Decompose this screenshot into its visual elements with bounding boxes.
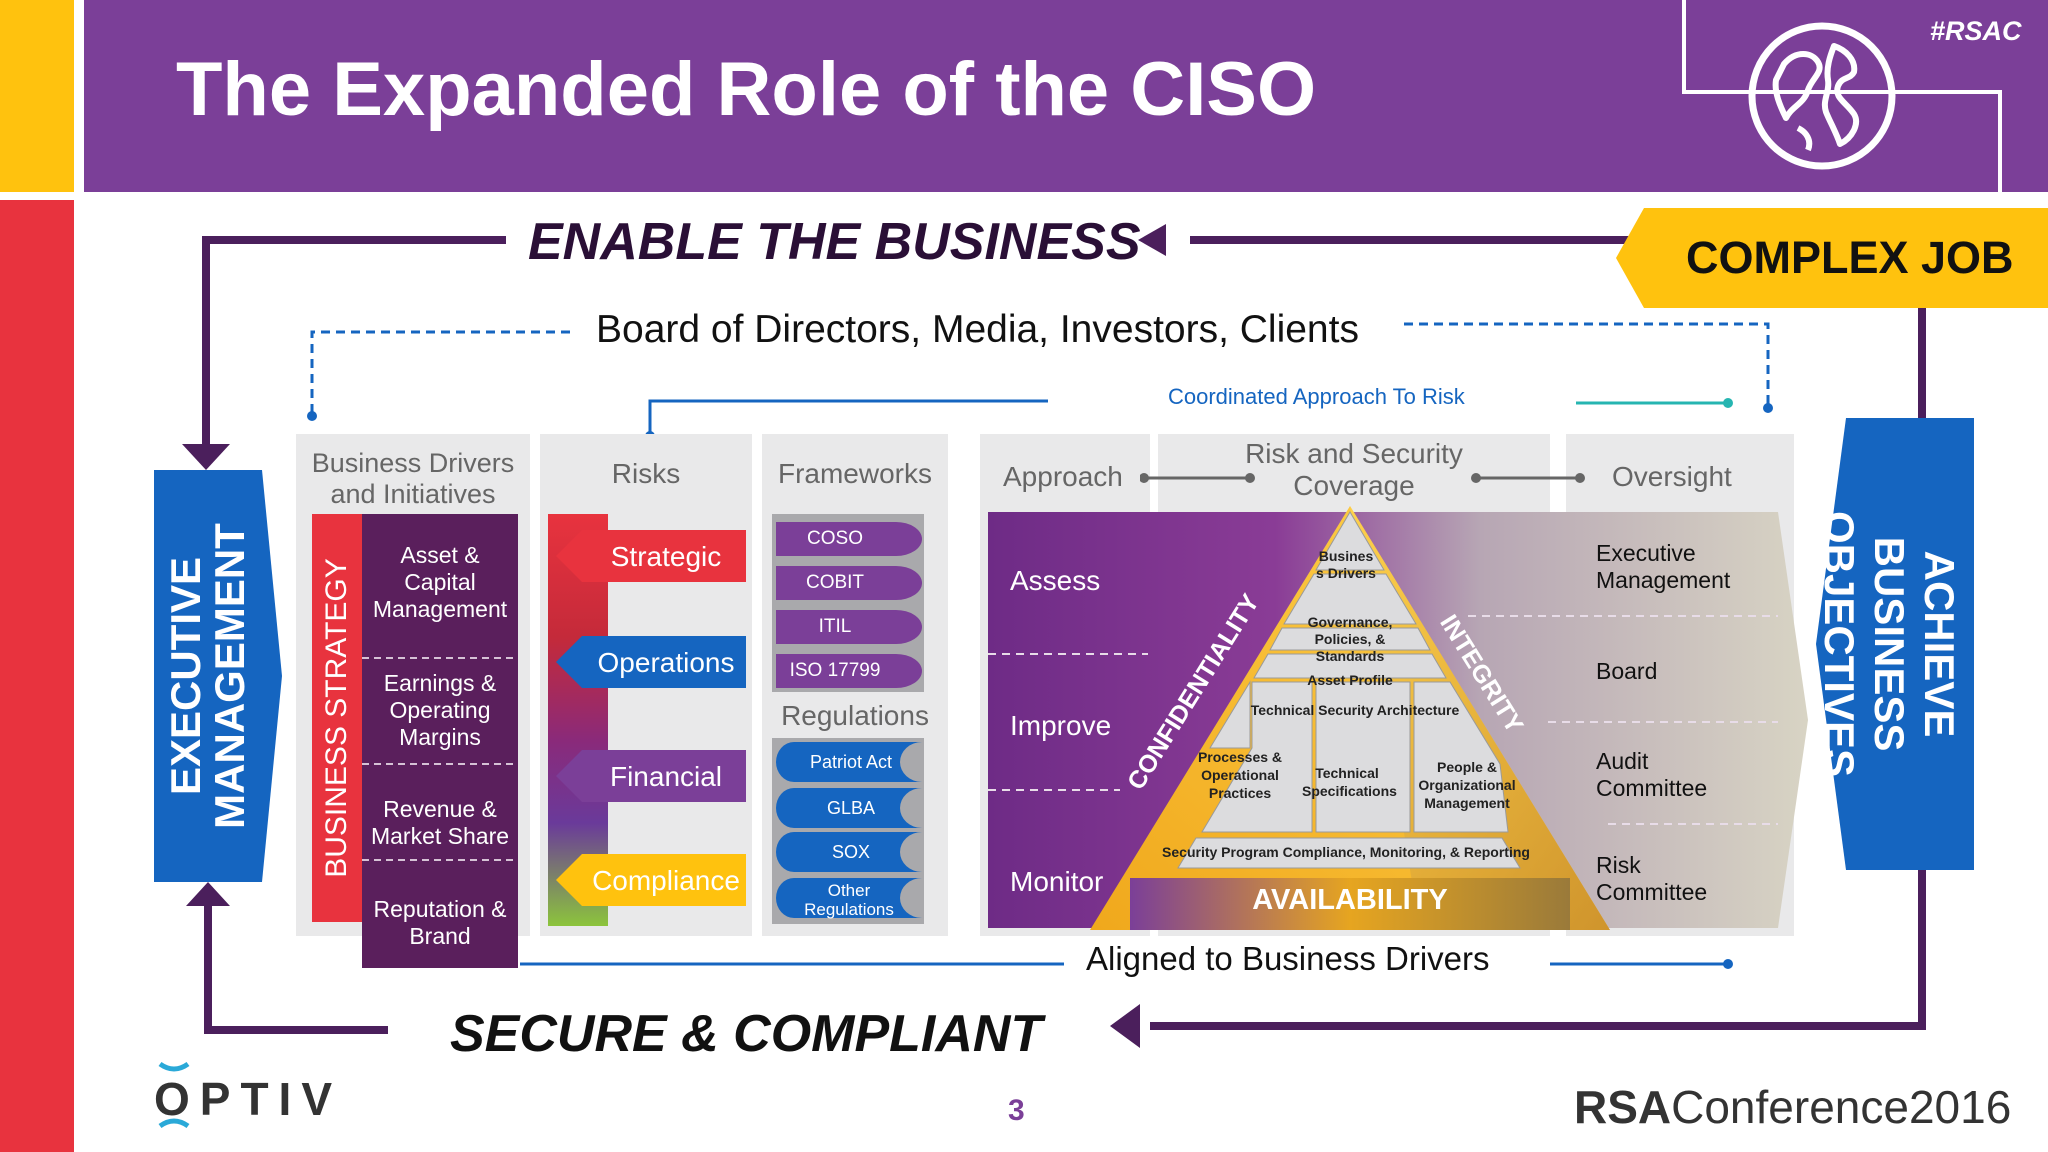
complex-job-badge	[1616, 208, 2048, 308]
frameworks-header: Frameworks	[777, 458, 932, 489]
pyramid-tech-architecture: Technical Security Architecture	[1250, 702, 1460, 718]
framework-itil: ITIL	[818, 616, 852, 637]
drivers-tiles	[362, 514, 518, 968]
rsa-conference-logo: RSAConference2016	[1574, 1080, 2011, 1134]
oversight-executive: Executive Management	[1596, 540, 1731, 593]
driver-earnings: Earnings & Operating Margins	[383, 670, 497, 750]
rsa-logo-rest: Conference2016	[1671, 1081, 2012, 1133]
stakeholders-label: Board of Directors, Media, Investors, Cl…	[596, 308, 1359, 351]
business-drivers-header: Business Drivers and Initiatives	[311, 448, 515, 509]
pyramid-business-drivers: Business Drivers	[1316, 548, 1376, 581]
pyramid-availability: AVAILABILITY	[1252, 884, 1448, 916]
pyramid-governance: Governance, Policies, & Standards	[1307, 614, 1393, 664]
regulation-glba: GLBA	[826, 798, 876, 818]
drivers-tile-dividers	[362, 657, 518, 861]
optiv-logo-mark	[158, 1061, 190, 1129]
approach-monitor: Monitor	[1010, 866, 1104, 897]
driver-revenue: Revenue & Market Share	[370, 796, 510, 849]
regulations-header: Regulations	[781, 700, 929, 731]
regulation-other: Other Regulations	[804, 881, 894, 919]
globe-icon	[1748, 22, 1896, 170]
pyramid-processes: Processes & Operational Practices	[1197, 749, 1283, 801]
risk-strategic: Strategic	[610, 541, 722, 572]
pyramid-tech-specs: Technical Specifications	[1302, 765, 1397, 799]
coverage-header: Risk and Security Coverage	[1245, 438, 1463, 501]
driver-asset-capital: Asset & Capital Management	[372, 542, 508, 622]
accent-strip-red	[0, 200, 74, 1152]
slide-title: The Expanded Role of the CISO	[176, 47, 1317, 132]
risk-compliance: Compliance	[592, 865, 740, 896]
coordinated-approach-label: Coordinated Approach To Risk	[1168, 384, 1465, 409]
rsa-logo-bold: RSA	[1574, 1081, 1672, 1133]
executive-management-label: EXECUTIVE MANAGEMENT	[162, 523, 253, 829]
page-number: 3	[1008, 1094, 1025, 1127]
regulation-pills	[776, 742, 922, 918]
framework-iso: ISO 17799	[789, 660, 881, 681]
oversight-header: Oversight	[1612, 461, 1732, 492]
risk-arrows	[556, 530, 746, 906]
business-strategy-label: BUSINESS STRATEGY	[320, 558, 353, 878]
header-bar	[84, 0, 2048, 192]
oversight-audit: Audit Committee	[1596, 748, 1708, 801]
business-strategy-bar	[312, 514, 362, 922]
risk-operations: Operations	[597, 647, 735, 678]
pyramid-people: People & Organizational Management	[1418, 759, 1516, 811]
aligned-label: Aligned to Business Drivers	[1086, 940, 1490, 977]
coverage-pyramid	[1090, 506, 1610, 930]
complex-job-label: COMPLEX JOB	[1686, 232, 2014, 283]
pyramid-program: Security Program Compliance, Monitoring,…	[1162, 844, 1530, 860]
executive-management-arrow	[154, 470, 282, 882]
framework-cobit: COBIT	[805, 572, 865, 593]
oversight-board: Board	[1596, 658, 1658, 684]
header-connectors	[1140, 473, 1585, 483]
accent-strip-yellow	[0, 0, 74, 192]
approach-assess: Assess	[1010, 565, 1101, 596]
approach-header: Approach	[1003, 461, 1123, 492]
regulation-patriot: Patriot Act	[809, 752, 893, 772]
secure-compliant-label: SECURE & COMPLIANT	[450, 1005, 1043, 1063]
enable-business-label: ENABLE THE BUSINESS	[528, 213, 1141, 271]
risks-header: Risks	[611, 458, 681, 489]
risk-financial: Financial	[609, 761, 723, 792]
optiv-logo-text: OPTIV	[154, 1073, 343, 1125]
header-corner-decoration	[1682, 0, 2002, 200]
driver-reputation: Reputation & Brand	[373, 896, 507, 949]
framework-coso: COSO	[807, 528, 863, 549]
achieve-objectives-label: ACHIEVE BUSINESS OBJECTIVES	[1816, 510, 1963, 778]
framework-pills	[776, 522, 922, 688]
regulation-sox: SOX	[831, 842, 870, 862]
approach-improve: Improve	[1010, 710, 1112, 741]
pyramid-asset-profile: Asset Profile	[1307, 672, 1393, 688]
oversight-risk: Risk Committee	[1596, 852, 1708, 905]
achieve-objectives-arrow	[1816, 418, 1974, 870]
hashtag: #RSAC	[1930, 16, 2022, 46]
